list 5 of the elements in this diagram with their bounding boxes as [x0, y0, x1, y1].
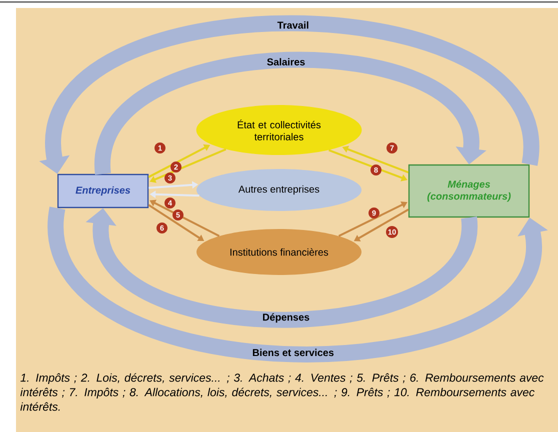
entity-box: Ménages (consommateurs) — [408, 164, 530, 218]
caption: 1. Impôts ; 2. Lois, décrets, services... ; 3. Achats ; 4. Ventes ; 5. Prêts ; 6. Remboursements avec intérêts ; 7. Impôts ; 8. Allocations, lois, décrets, services... ; 9. Prêts ; 10. Remboursements avec intérêts. — [20, 373, 544, 411]
flow-band-arrow — [95, 52, 486, 175]
entity-box: Entreprises — [57, 174, 149, 208]
band-label: Salaires — [266, 57, 306, 66]
